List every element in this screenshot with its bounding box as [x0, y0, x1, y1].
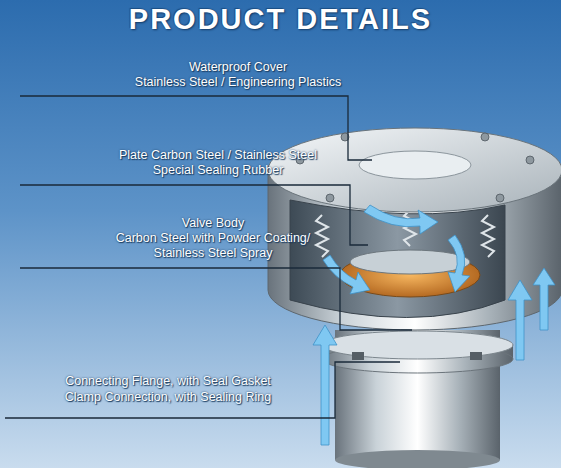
part-name: Valve Body: [182, 216, 244, 231]
material-note: Carbon Steel with Powder Coating/ Stainl…: [93, 231, 333, 261]
leader-lines: [5, 96, 412, 418]
page-title: PRODUCT DETAILS: [0, 3, 561, 36]
spring: [482, 215, 494, 257]
material-note: Special Sealing Rubber: [153, 163, 284, 178]
bolts: [296, 133, 534, 202]
spring: [316, 215, 328, 257]
part-name: Clamp Connection, with Sealing Ring: [65, 390, 271, 405]
material-note: Stainless Steel / Engineering Plastics: [135, 75, 341, 90]
cutaway: [290, 200, 505, 318]
part-name: Plate Carbon Steel / Stainless Steel: [119, 148, 317, 163]
cover-boss: [359, 151, 471, 179]
flow-arrows: [313, 205, 555, 445]
spring: [404, 210, 416, 246]
clamp: [470, 352, 482, 360]
flange-top: [322, 331, 513, 359]
pipe-bottom: [335, 450, 500, 468]
clamp: [352, 352, 364, 360]
part-name: Waterproof Cover: [189, 60, 287, 75]
part-name: Connecting Flange, with Seal Gasket: [65, 374, 271, 389]
plate-seal: [350, 250, 470, 274]
waterproof-cover: [268, 128, 561, 212]
